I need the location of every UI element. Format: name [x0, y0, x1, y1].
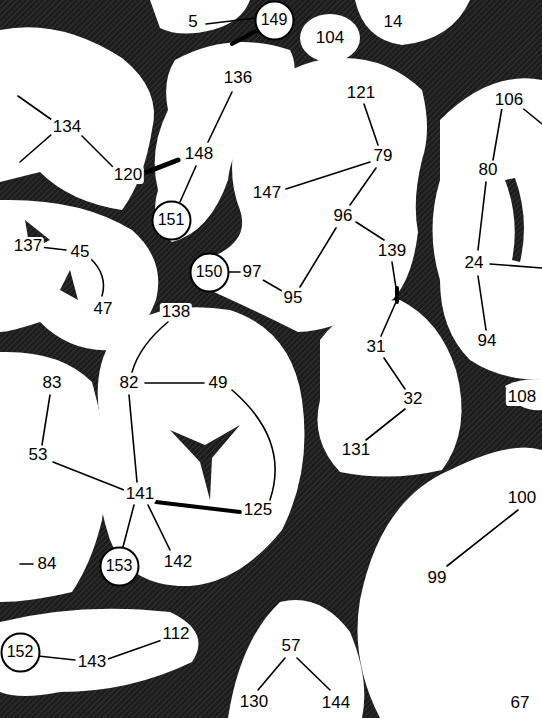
- callout-number: 99: [426, 569, 449, 587]
- callout-number: 94: [476, 332, 499, 350]
- callout-number: 130: [238, 693, 270, 711]
- callout-number: 104: [314, 29, 346, 47]
- callout-number: 97: [241, 263, 264, 281]
- callout-number: 151: [158, 211, 185, 229]
- callout-number: 24: [463, 254, 486, 272]
- callout-number: 148: [183, 145, 215, 163]
- callout-number: 14: [382, 13, 405, 31]
- callout-number: 112: [160, 625, 191, 643]
- callout-number: 100: [506, 489, 538, 507]
- callout-number: 57: [280, 637, 303, 655]
- callout-number: 153: [106, 557, 133, 575]
- callout-number: 120: [112, 166, 144, 184]
- circled-number: 150: [189, 252, 230, 293]
- circled-number: 151: [151, 200, 192, 241]
- callout-number: 83: [41, 374, 64, 392]
- callout-number: 131: [340, 441, 372, 459]
- inner-sulci: [25, 178, 524, 500]
- callout-number: 152: [7, 643, 34, 661]
- callout-number: 53: [27, 446, 50, 464]
- callout-number: 67: [509, 694, 532, 712]
- callout-number: 106: [493, 91, 525, 109]
- callout-number: 144: [320, 694, 352, 712]
- circled-number: 153: [99, 546, 140, 587]
- callout-number: 136: [222, 69, 254, 87]
- callout-number: 47: [92, 300, 115, 318]
- circled-number: 149: [254, 0, 295, 41]
- callout-number: 108: [506, 388, 538, 406]
- callout-number: 96: [332, 207, 355, 225]
- callout-number: 143: [76, 653, 108, 671]
- callout-number: 125: [242, 501, 274, 519]
- callout-number: 150: [196, 263, 223, 281]
- callout-number: 82: [118, 374, 141, 392]
- callout-number: 142: [162, 553, 194, 571]
- callout-number: 32: [402, 390, 425, 408]
- callout-number: 49: [207, 374, 230, 392]
- leader-lines: [14, 18, 542, 690]
- callout-number: 5: [186, 13, 199, 31]
- callout-number: 80: [477, 161, 500, 179]
- circled-number: 152: [0, 632, 41, 673]
- callout-number: 137: [12, 237, 44, 255]
- callout-number: 138: [160, 303, 192, 321]
- callout-number: 45: [69, 243, 92, 261]
- callout-number: 141: [124, 485, 156, 503]
- callout-number: 79: [372, 147, 395, 165]
- callout-number: 95: [282, 289, 305, 307]
- callout-number: 147: [251, 184, 283, 202]
- callout-number: 149: [261, 11, 288, 29]
- callout-number: 139: [376, 242, 408, 260]
- callout-number: 134: [51, 118, 83, 136]
- callout-number: 121: [345, 84, 377, 102]
- callout-number: 31: [365, 338, 388, 356]
- callout-number: 84: [36, 555, 59, 573]
